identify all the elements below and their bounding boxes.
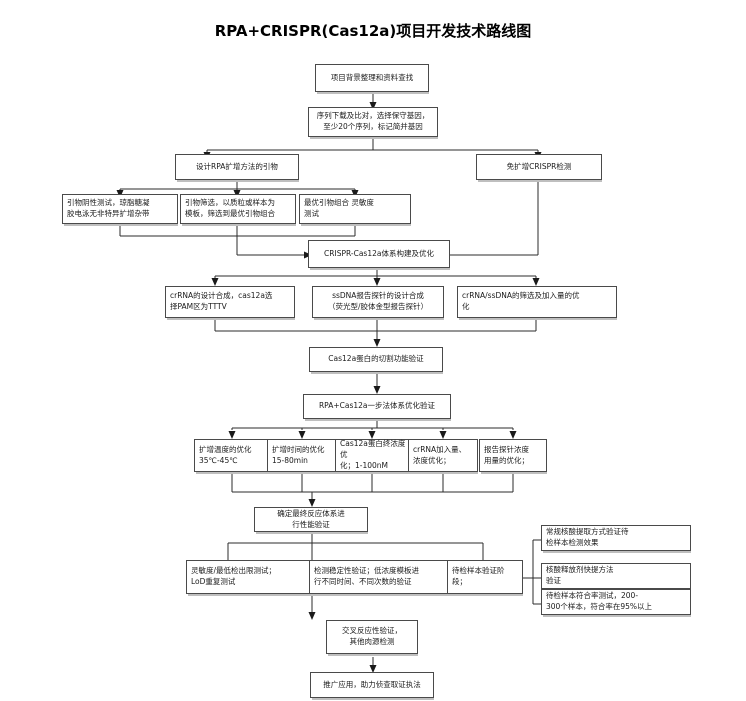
node-label: 免扩增CRISPR检测 [506, 161, 572, 171]
node-cross-reactivity-validation[interactable]: 交叉反应性验证， 其他肉源检测 [326, 620, 418, 654]
node-project-background[interactable]: 项目背景整理和资料查找 [315, 64, 429, 92]
node-label: 报告探针浓度 用量的优化； [484, 444, 529, 465]
node-label: 检测稳定性验证；低浓度模板进 行不同时间、不同次数的验证 [314, 566, 419, 586]
node-label: Cas12a蛋白终浓度优 化；1-100nM [340, 439, 406, 470]
node-label: 扩增时间的优化 15-80min [272, 444, 325, 465]
node-sample-validation-stage[interactable]: 待检样本验证阶 段； [447, 560, 523, 594]
node-label: 引物阴性测试，琼脂糖凝 胶电泳无非特异扩增杂带 [67, 198, 150, 218]
node-label: 待检样本验证阶 段； [452, 566, 505, 586]
node-conventional-extraction-validation[interactable]: 常规核酸提取方式验证待 检样本检测效果 [541, 525, 691, 551]
node-temperature-optimization[interactable]: 扩增温度的优化 35℃-45℃ [194, 439, 270, 472]
node-label: CRISPR-Cas12a体系构建及优化 [324, 248, 434, 258]
node-label: 灵敏度/最低检出限测试； LoD重复测试 [191, 566, 277, 586]
node-optimal-primer-sensitivity[interactable]: 最优引物组合 灵敏度 测试 [299, 194, 411, 224]
node-sample-concordance-test[interactable]: 待检样本符合率测试，200- 300个样本，符合率在95%以上 [541, 589, 691, 615]
node-label: 确定最终反应体系进 行性能验证 [277, 508, 345, 529]
node-label: 常规核酸提取方式验证待 检样本检测效果 [546, 527, 629, 547]
node-crispr-cas12a-system[interactable]: CRISPR-Cas12a体系构建及优化 [308, 240, 450, 268]
node-label: RPA+Cas12a一步法体系优化验证 [318, 401, 436, 411]
node-cas12a-concentration-optimization[interactable]: Cas12a蛋白终浓度优 化；1-100nM [335, 439, 411, 472]
node-crrna-design[interactable]: crRNA的设计合成，cas12a选 择PAM区为TTTV [165, 286, 295, 318]
node-amplification-free-crispr[interactable]: 免扩增CRISPR检测 [476, 154, 602, 180]
node-promotion-application[interactable]: 推广应用，助力侦查取证执法 [310, 672, 434, 698]
node-label: crRNA/ssDNA的筛选及加入量的优 化 [462, 291, 580, 311]
node-one-step-system-validation[interactable]: RPA+Cas12a一步法体系优化验证 [303, 394, 451, 419]
node-label: ssDNA报告探针的设计合成 （荧光型/胶体金型报告探针） [327, 291, 429, 311]
node-label: 扩增温度的优化 35℃-45℃ [199, 444, 252, 465]
node-primer-negative-test[interactable]: 引物阴性测试，琼脂糖凝 胶电泳无非特异扩增杂带 [62, 194, 178, 224]
node-stability-validation[interactable]: 检测稳定性验证；低浓度模板进 行不同时间、不同次数的验证 [309, 560, 459, 594]
node-sequence-download[interactable]: 序列下载及比对，选择保守基因， 至少20个序列，标记简并基因 [308, 107, 438, 137]
node-label: 设计RPA扩增方法的引物 [196, 161, 278, 171]
node-time-optimization[interactable]: 扩增时间的优化 15-80min [267, 439, 339, 472]
node-label: crRNA加入量、 浓度优化； [413, 444, 467, 465]
node-label: 序列下载及比对，选择保守基因， 至少20个序列，标记简并基因 [316, 111, 430, 131]
node-label: crRNA的设计合成，cas12a选 择PAM区为TTTV [170, 291, 273, 311]
node-label: 推广应用，助力侦查取证执法 [323, 679, 421, 689]
node-ssdna-probe-design[interactable]: ssDNA报告探针的设计合成 （荧光型/胶体金型报告探针） [312, 286, 444, 318]
node-label: 交叉反应性验证， 其他肉源检测 [342, 626, 402, 646]
node-cas12a-cleavage-validation[interactable]: Cas12a蛋白的切割功能验证 [309, 347, 443, 372]
node-final-system-performance[interactable]: 确定最终反应体系进 行性能验证 [254, 507, 368, 532]
node-label: 引物筛选，以质粒或样本为 模板，筛选到最优引物组合 [185, 198, 275, 218]
node-primer-screening[interactable]: 引物筛选，以质粒或样本为 模板，筛选到最优引物组合 [180, 194, 296, 224]
node-sensitivity-lod-test[interactable]: 灵敏度/最低检出限测试； LoD重复测试 [186, 560, 312, 594]
node-label: 待检样本符合率测试，200- 300个样本，符合率在95%以上 [546, 591, 652, 611]
node-label: 项目背景整理和资料查找 [330, 72, 414, 82]
node-label: Cas12a蛋白的切割功能验证 [328, 354, 424, 364]
node-label: 核酸释放剂快提方法 验证 [546, 565, 614, 585]
node-crrna-ssdna-screening[interactable]: crRNA/ssDNA的筛选及加入量的优 化 [457, 286, 617, 318]
node-crrna-amount-optimization[interactable]: crRNA加入量、 浓度优化； [408, 439, 478, 472]
node-design-rpa-primers[interactable]: 设计RPA扩增方法的引物 [175, 154, 299, 180]
page-title: RPA+CRISPR(Cas12a)项目开发技术路线图 [214, 22, 532, 40]
node-rapid-release-validation[interactable]: 核酸释放剂快提方法 验证 [541, 563, 691, 589]
node-probe-concentration-optimization[interactable]: 报告探针浓度 用量的优化； [479, 439, 547, 472]
node-label: 最优引物组合 灵敏度 测试 [304, 198, 374, 218]
